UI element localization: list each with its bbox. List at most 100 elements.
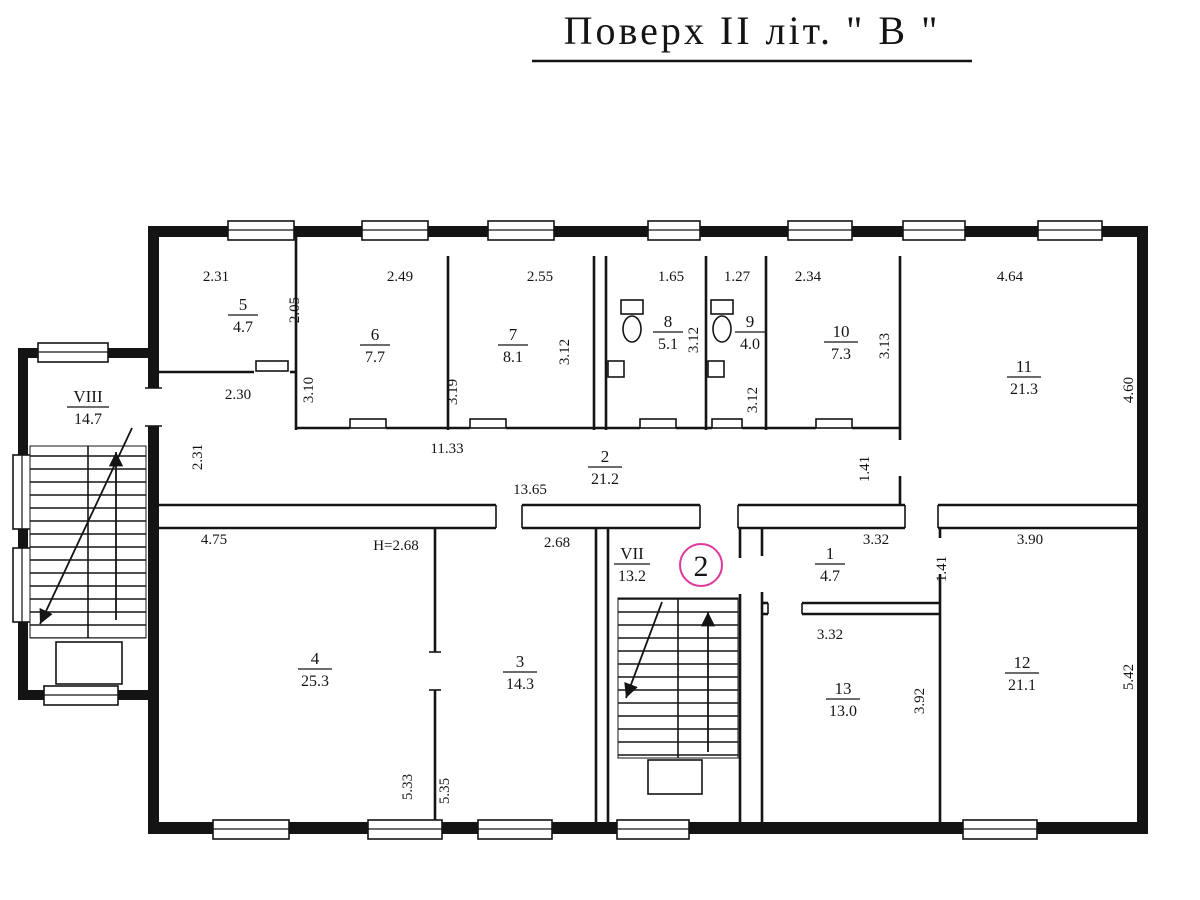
window xyxy=(37,342,109,363)
room-area: 21.1 xyxy=(1008,677,1036,694)
room-label-9: 9 4.0 xyxy=(735,312,765,353)
window xyxy=(787,220,853,241)
room-area: 5.1 xyxy=(658,336,678,353)
dimensions-lower-vertical: 1.41 3.92 5.42 5.33 5.35 xyxy=(400,556,1137,804)
sink xyxy=(707,360,725,378)
sink xyxy=(607,360,625,378)
room-area: 7.7 xyxy=(365,349,385,366)
dimensions-top-row: 2.31 2.49 2.55 1.65 1.27 2.34 4.64 xyxy=(203,269,1024,285)
annotations: Н=2.68 2 xyxy=(373,538,723,587)
room-label-5: 5 4.7 xyxy=(228,295,258,336)
window xyxy=(487,220,555,241)
toilet-bowl xyxy=(622,315,642,343)
room-area: 4.7 xyxy=(233,319,253,336)
dimensions-middle: 2.30 11.33 13.65 2.31 1.41 xyxy=(190,387,873,498)
dim-text: 1.41 xyxy=(934,556,950,582)
room-label-12: 12 21.1 xyxy=(1005,653,1039,694)
room-area: 7.3 xyxy=(831,346,851,363)
dimensions-lower-row: 4.75 2.68 3.32 3.90 3.32 xyxy=(201,532,1043,643)
room-number: 8 xyxy=(664,312,673,331)
window xyxy=(902,220,966,241)
dim-text: 3.12 xyxy=(686,327,702,353)
dimensions-upper-vertical: 2.05 3.10 3.19 3.12 3.12 3.12 3.13 4.60 xyxy=(287,297,1137,413)
room-label-2: 2 21.2 xyxy=(588,447,622,488)
dim-text: 11.33 xyxy=(430,441,463,457)
dim-text: 2.05 xyxy=(287,297,303,323)
door-leaf-room9 xyxy=(711,418,743,429)
floor-marker-number: 2 xyxy=(694,550,709,583)
dim-text: 3.13 xyxy=(877,333,893,359)
room-label-13: 13 13.0 xyxy=(826,679,860,720)
window xyxy=(12,454,33,530)
dim-text: 5.35 xyxy=(437,778,453,804)
dim-text: 2.34 xyxy=(795,269,822,285)
door-leaf-room10 xyxy=(815,418,853,429)
ceiling-height-note: Н=2.68 xyxy=(373,538,419,554)
drawing-title: Поверх II літ. " В " xyxy=(532,8,972,63)
window xyxy=(361,220,429,241)
exterior-walls xyxy=(18,226,1148,834)
toilet-room8 xyxy=(607,299,644,378)
window xyxy=(647,220,701,241)
toilet-tank xyxy=(620,299,644,315)
stairs-vii xyxy=(617,597,739,795)
window xyxy=(477,819,553,840)
dim-text: 4.60 xyxy=(1121,377,1137,403)
room-label-10: 10 7.3 xyxy=(824,322,858,363)
window xyxy=(367,819,443,840)
window xyxy=(12,547,33,623)
room-number: 7 xyxy=(509,325,518,344)
dim-text: 5.42 xyxy=(1121,664,1137,690)
room-area: 4.0 xyxy=(740,336,760,353)
stair-landing xyxy=(55,641,123,685)
dim-text: 1.65 xyxy=(658,269,684,285)
dim-text: 5.33 xyxy=(400,774,416,800)
dim-text: 2.55 xyxy=(527,269,553,285)
toilet-tank xyxy=(710,299,734,315)
windows xyxy=(12,220,1103,840)
middle-wall-band xyxy=(153,503,1137,530)
room-area: 21.3 xyxy=(1010,381,1038,398)
room-number: 13 xyxy=(835,679,852,698)
room-number: 3 xyxy=(516,652,525,671)
dim-text: 2.68 xyxy=(544,535,570,551)
room-label-4: 4 25.3 xyxy=(298,649,332,690)
room-area: 13.2 xyxy=(618,568,646,585)
room-label-11: 11 21.3 xyxy=(1007,357,1041,398)
dim-text: 3.90 xyxy=(1017,532,1043,548)
dim-text: 2.49 xyxy=(387,269,413,285)
window xyxy=(962,819,1038,840)
floor-marker-circle xyxy=(679,543,723,587)
dim-text: 4.64 xyxy=(997,269,1024,285)
room-label-1: 1 4.7 xyxy=(815,544,845,585)
door-leaf-room7 xyxy=(469,418,507,429)
dim-text: 2.31 xyxy=(203,269,229,285)
door-leaf-room5 xyxy=(255,360,289,372)
room-area: 14.7 xyxy=(74,411,102,428)
room-label-viii: VIII 14.7 xyxy=(67,387,109,428)
room-number: 11 xyxy=(1016,357,1032,376)
room-area: 21.2 xyxy=(591,471,619,488)
room-area: 14.3 xyxy=(506,676,534,693)
room-label-3: 3 14.3 xyxy=(503,652,537,693)
window xyxy=(616,819,690,840)
room-label-7: 7 8.1 xyxy=(498,325,528,366)
room-number: VII xyxy=(620,544,644,563)
room-number: 1 xyxy=(826,544,835,563)
dim-text: 2.30 xyxy=(225,387,251,403)
room-number: 10 xyxy=(833,322,850,341)
dim-text: 3.12 xyxy=(557,339,573,365)
dim-text: 3.19 xyxy=(445,379,461,405)
interior-walls-upper xyxy=(153,237,902,505)
room-number: 4 xyxy=(311,649,320,668)
room-label-6: 6 7.7 xyxy=(360,325,390,366)
stairs-viii xyxy=(29,427,147,685)
room-number: 6 xyxy=(371,325,380,344)
stair-landing xyxy=(647,759,703,795)
room-area: 25.3 xyxy=(301,673,329,690)
window xyxy=(212,819,290,840)
title-text: Поверх II літ. " В " xyxy=(564,8,941,53)
stair-down-arrow xyxy=(624,601,663,699)
